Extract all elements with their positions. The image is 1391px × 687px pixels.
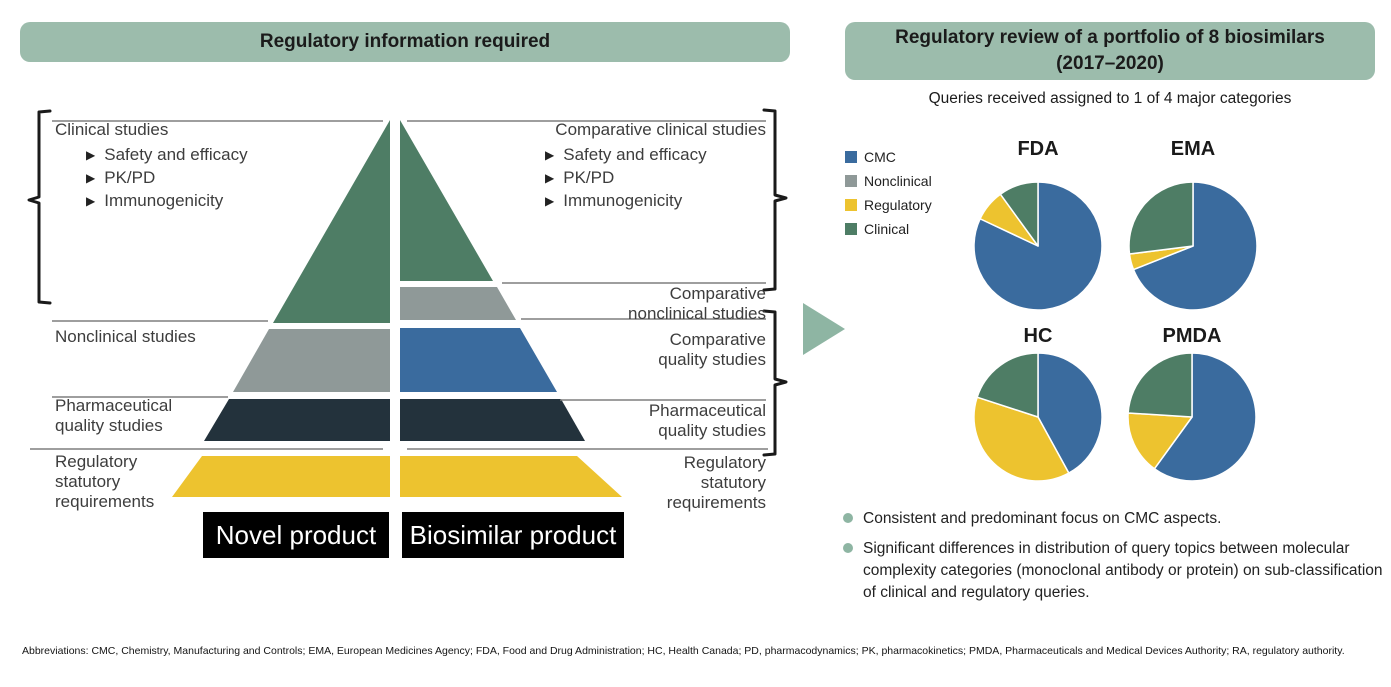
regulatory-swatch-icon: [845, 199, 857, 211]
legend-item-regulatory: Regulatory: [845, 197, 932, 213]
bullet-item: ▶ Immunogenicity: [86, 190, 224, 210]
bullet-item: ▶ Safety and efficacy: [545, 144, 707, 164]
pie-title-hc: HC: [1023, 325, 1053, 347]
bullet-item: ▶ Immunogenicity: [545, 190, 683, 210]
novel-product-label: Novel product: [203, 512, 389, 558]
pie-slice-hc-regulatory: [973, 396, 1070, 482]
label-clinical-studies: Clinical studies: [55, 120, 169, 139]
pie-title-fda: FDA: [1017, 138, 1059, 160]
label-regulatory-statutory-left: Regulatory statutory requirements: [55, 452, 155, 512]
pie-chart-fda: [973, 181, 1103, 311]
pie-slice-ema-cmc: [1132, 181, 1258, 311]
comparative-clinical-bracket: [762, 108, 788, 292]
label-pharmaceutical-quality-left: Pharmaceutical quality studies: [55, 396, 173, 436]
comparative-quality-bracket: [762, 309, 788, 457]
biosimilar-regulatory-segment: [400, 456, 622, 497]
triangle-bullet-icon: ▶: [86, 193, 96, 208]
takeaway-item: Significant differences in distribution …: [843, 538, 1391, 604]
pie-slice-fda-clinical: [999, 181, 1039, 247]
triangle-bullet-icon: ▶: [545, 170, 555, 185]
pie-slice-ema-clinical: [1128, 181, 1194, 255]
nonclinical-swatch-icon: [845, 175, 857, 187]
abbreviations-footnote: Abbreviations: CMC, Chemistry, Manufactu…: [22, 645, 1345, 657]
pie-slice-hc-cmc: [1037, 352, 1103, 474]
left-panel-title: Regulatory information required: [259, 31, 551, 53]
right-panel-title: Regulatory review of a portfolio of 8 bi…: [895, 27, 1325, 74]
pie-section-subtitle: Queries received assigned to 1 of 4 majo…: [928, 90, 1292, 107]
triangle-bullet-icon: ▶: [86, 147, 96, 162]
pie-slice-pmda-regulatory: [1127, 412, 1193, 470]
label-pharmaceutical-quality-right: Pharmaceutical quality studies: [648, 401, 766, 441]
novel-clinical-segment: [273, 120, 390, 323]
pie-slice-hc-clinical: [976, 352, 1039, 418]
left-panel-header: Regulatory information required: [20, 22, 790, 62]
pie-slice-pmda-cmc: [1153, 352, 1257, 482]
label-comparative-nonclinical: Comparative nonclinical studies: [628, 284, 766, 324]
bullet-item: ▶ PK/PD: [545, 167, 615, 187]
triangle-bullet-icon: ▶: [86, 170, 96, 185]
triangle-bullet-icon: ▶: [545, 193, 555, 208]
pie-title-pmda: PMDA: [1162, 325, 1222, 347]
label-regulatory-statutory-right: Regulatory statutory requirements: [666, 453, 766, 513]
panel-arrow-icon: [803, 303, 845, 355]
takeaway-list: Consistent and predominant focus on CMC …: [843, 508, 1391, 612]
pie-title-ema: EMA: [1170, 138, 1216, 160]
label-comparative-clinical-studies: Comparative clinical studies: [555, 120, 766, 139]
biosimilar-quality-segment: [400, 399, 585, 441]
pie-chart-pmda: [1127, 352, 1257, 482]
circle-bullet-icon: [843, 543, 853, 553]
biosimilar-clinical-segment: [400, 120, 493, 281]
novel-quality-segment: [204, 399, 390, 441]
legend-item-clinical: Clinical: [845, 221, 932, 237]
legend-item-cmc: CMC: [845, 149, 932, 165]
circle-bullet-icon: [843, 513, 853, 523]
legend-item-nonclinical: Nonclinical: [845, 173, 932, 189]
takeaway-item: Consistent and predominant focus on CMC …: [843, 508, 1391, 530]
novel-nonclinical-segment: [233, 329, 390, 392]
clinical-swatch-icon: [845, 223, 857, 235]
biosimilar-nonclinical-segment: [400, 287, 516, 320]
label-comparative-quality: Comparative quality studies: [658, 330, 766, 370]
pie-chart-hc: [973, 352, 1103, 482]
clinical-bullet-list-left: ▶ Safety and efficacy ▶ PK/PD ▶ Immunoge…: [86, 143, 248, 212]
bullet-item: ▶ Safety and efficacy: [86, 144, 248, 164]
biosimilar-comparative-quality-segment: [400, 328, 557, 392]
clinical-bullet-list-right: ▶ Safety and efficacy ▶ PK/PD ▶ Immunoge…: [545, 143, 707, 212]
biosimilar-product-label: Biosimilar product: [402, 512, 624, 558]
novel-regulatory-segment: [172, 456, 390, 497]
pie-chart-ema: [1128, 181, 1258, 311]
pie-legend: CMC Nonclinical Regulatory Clinical: [845, 149, 932, 245]
clinical-studies-bracket: [27, 109, 52, 305]
triangle-bullet-icon: ▶: [545, 147, 555, 162]
separator-lines: [30, 120, 768, 450]
bullet-item: ▶ PK/PD: [86, 167, 156, 187]
label-nonclinical-studies: Nonclinical studies: [55, 327, 196, 346]
right-panel-header: Regulatory review of a portfolio of 8 bi…: [845, 22, 1375, 80]
pie-slice-pmda-clinical: [1127, 352, 1193, 418]
cmc-swatch-icon: [845, 151, 857, 163]
